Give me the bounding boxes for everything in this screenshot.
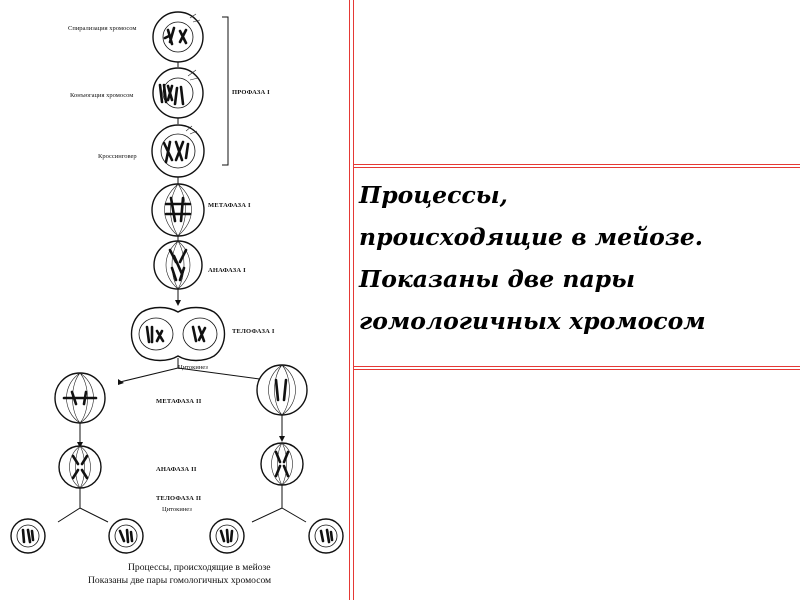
title-line-2: происходящие в мейозе. [359,216,795,258]
cell-daughter-3 [210,519,244,553]
label-telophase-2: ТЕЛОФАЗА II [156,495,202,502]
cell-spiralization [153,12,203,62]
cell-anaphase-1 [154,241,202,289]
split-lines [252,485,306,522]
cell-conjugation [153,68,203,118]
meiosis-diagram: Спирализация хромосом Конъюгация хромосо… [0,0,352,600]
split-lines [58,488,108,522]
cell-anaphase-2-right [261,443,303,485]
label-anaphase-2: АНАФАЗА II [156,466,197,473]
slide-title: Процессы, происходящие в мейозе. Показан… [359,174,795,342]
cell-daughter-2 [109,519,143,553]
label-metaphase-2: МЕТАФАЗА II [156,398,202,405]
label-prophase-1: ПРОФАЗА I [232,89,270,96]
cell-daughter-4 [309,519,343,553]
label-metaphase-1: МЕТАФАЗА I [208,202,251,209]
diagram-caption-line-2: Показаны две пары гомологичных хромосом [88,575,271,586]
cell-metaphase-2-left [55,373,105,423]
arrow-head [118,379,124,385]
label-cytokinesis-2: Цитокинез [162,506,192,513]
label-crossing-over: Кроссинговер [98,153,137,160]
label-conjugation: Конъюгация хромосом [70,92,133,99]
cell-metaphase-2-right [257,365,307,415]
label-telophase-1: ТЕЛОФАЗА I [232,328,275,335]
cell-telophase-1 [132,308,225,361]
cell-crossing-over [152,125,204,177]
label-spiralization: Спирализация хромосом [68,25,137,32]
arrow-head [175,300,181,306]
cell-anaphase-2-left [59,446,101,488]
title-line-4: гомологичных хромосом [359,300,795,342]
prophase-bracket [222,17,228,165]
cell-daughter-1 [11,519,45,553]
cell-metaphase-1 [152,184,204,236]
label-cytokinesis-1: Цитокинез [178,364,208,371]
diagram-caption-line-1: Процессы, происходящие в мейозе [128,562,271,573]
title-line-3: Показаны две пары [359,258,795,300]
title-line-1: Процессы, [359,174,795,216]
arrow-head [279,436,285,442]
label-anaphase-1: АНАФАЗА I [208,267,246,274]
separator-line [349,0,350,600]
